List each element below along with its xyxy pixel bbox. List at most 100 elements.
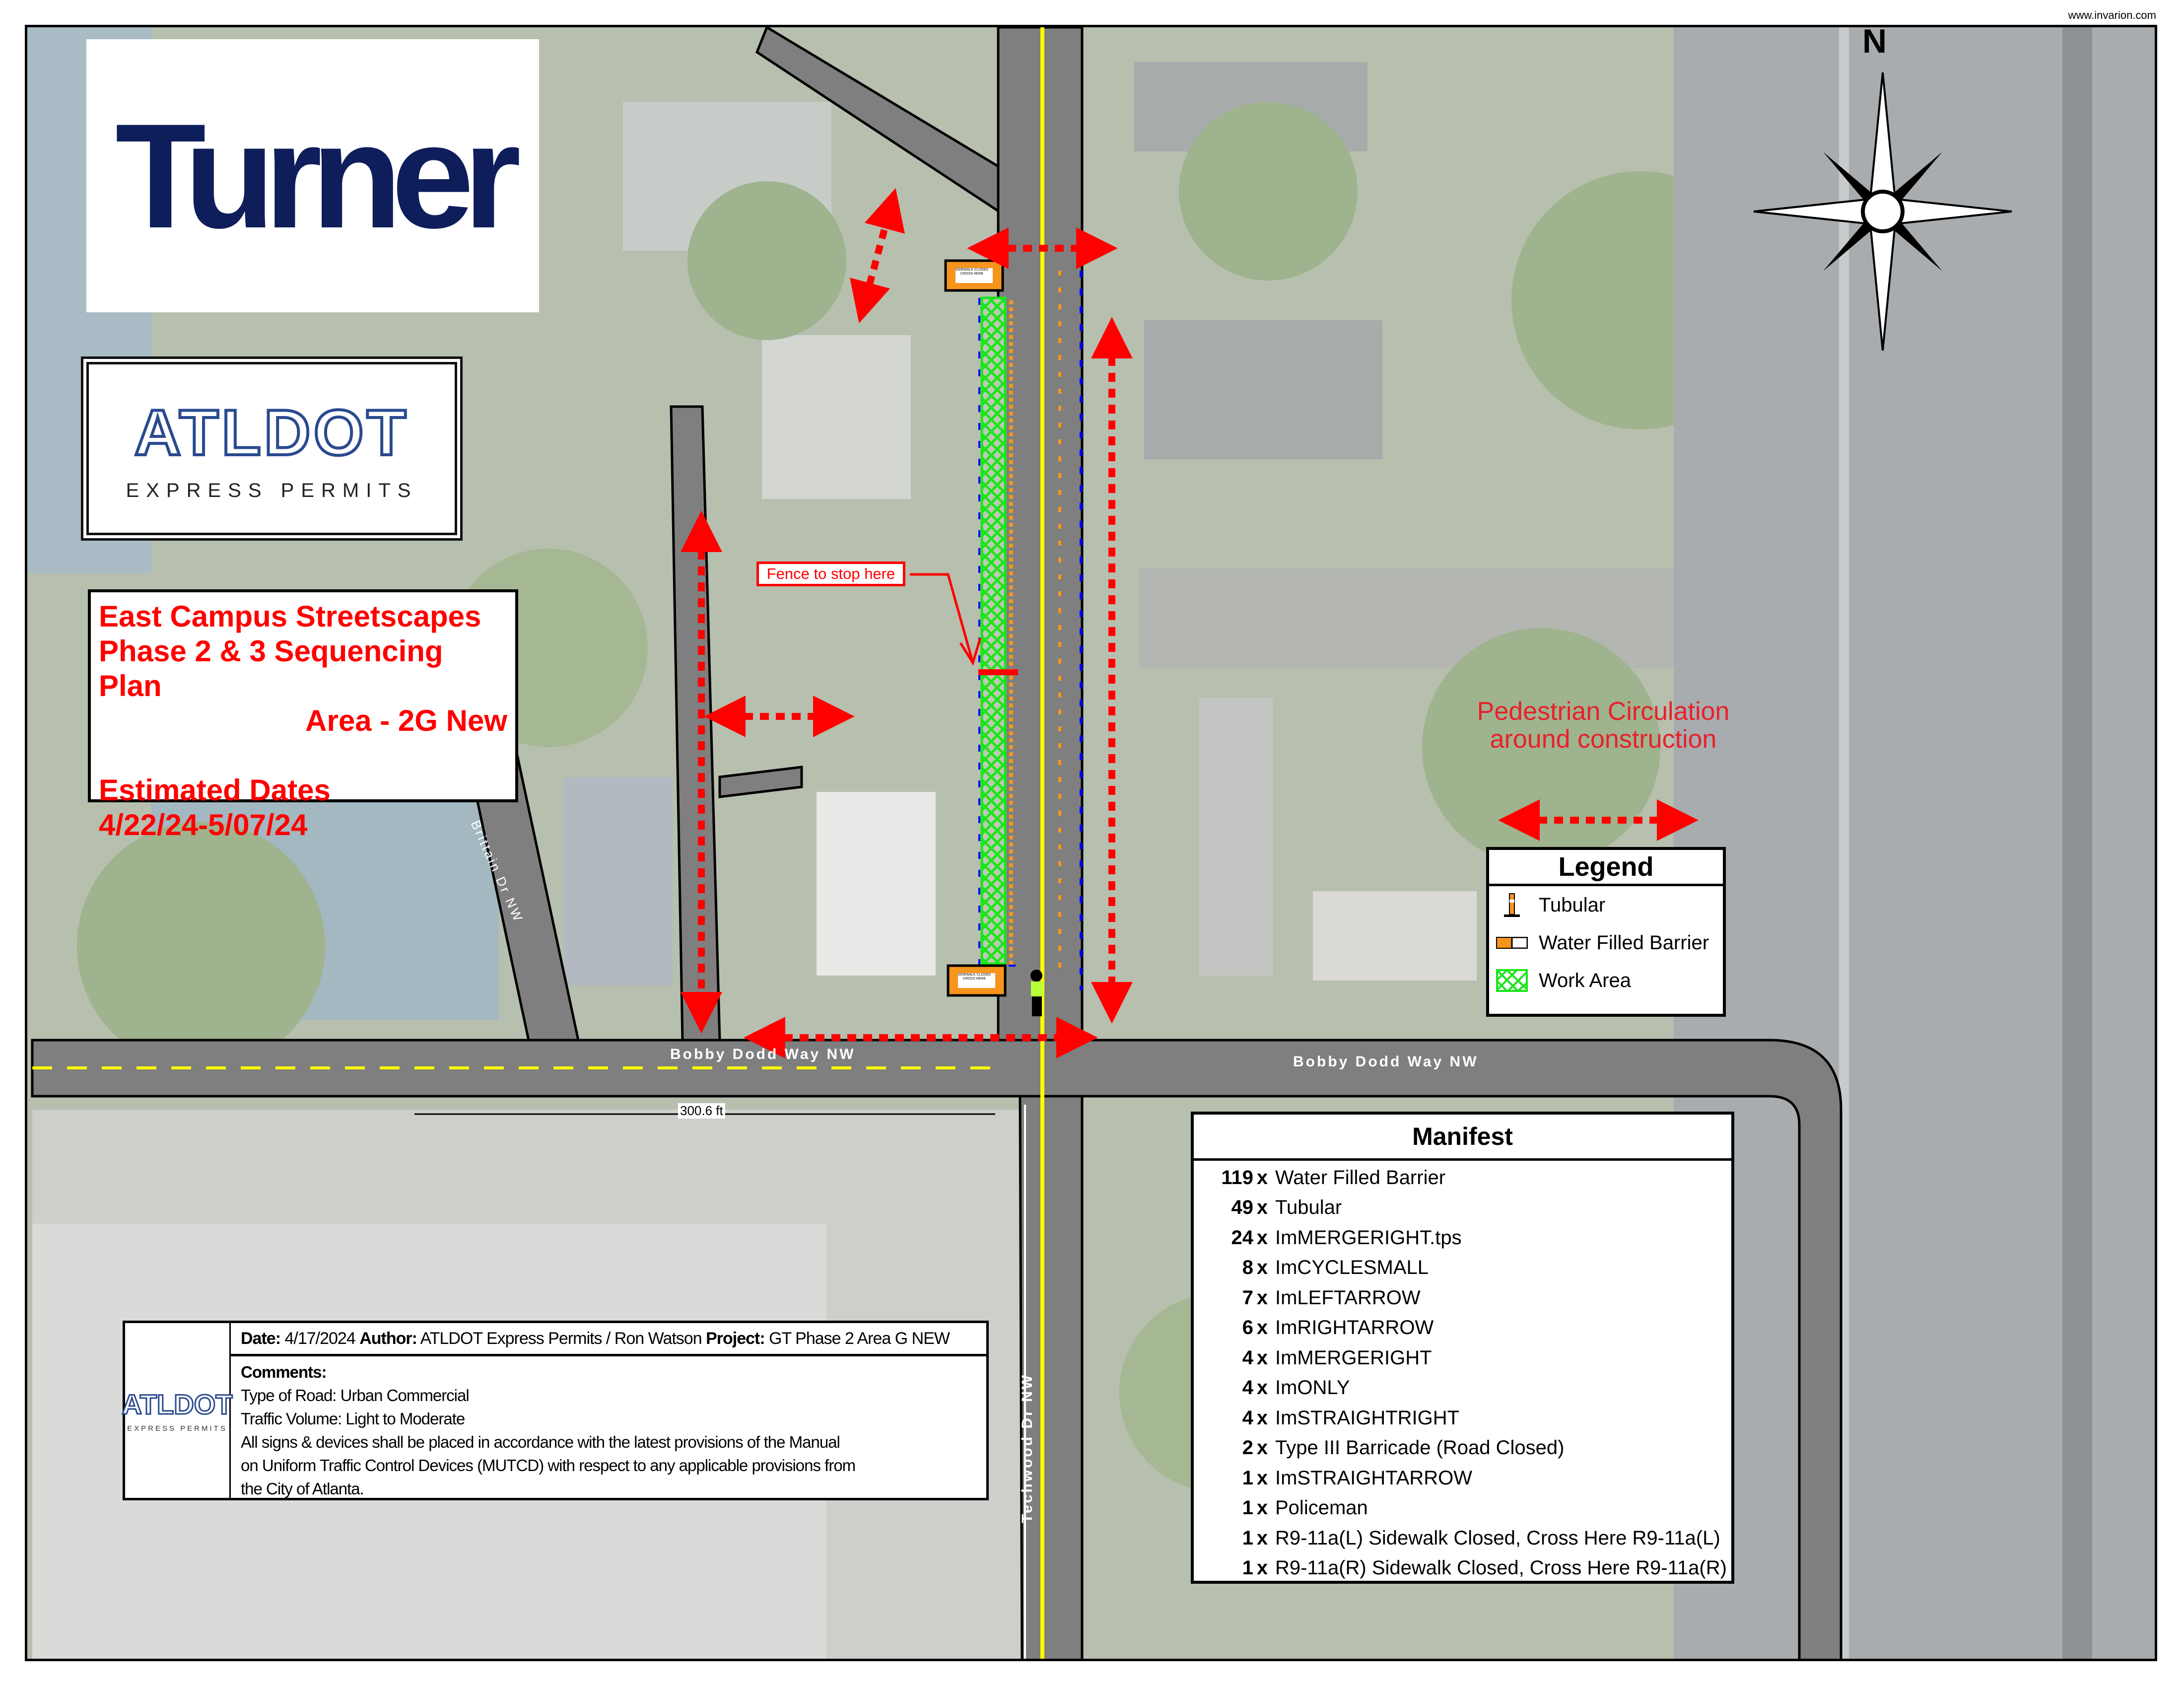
legend: Legend Tubular Water Filled Barrier Work… — [1486, 847, 1726, 1017]
manifest-label: ImCYCLESMALL — [1275, 1257, 1429, 1279]
manifest-qty: 24 — [1231, 1226, 1254, 1249]
invarion-url: www.invarion.com — [2068, 9, 2156, 21]
fence-stop-mark — [978, 669, 1018, 675]
legend-label: Tubular — [1539, 894, 1606, 916]
manifest-label: ImLEFTARROW — [1275, 1286, 1421, 1309]
comment-line: Type of Road: Urban Commercial — [241, 1386, 470, 1405]
manifest-label: Water Filled Barrier — [1275, 1166, 1446, 1189]
manifest-times: x — [1256, 1407, 1268, 1429]
manifest-label: ImONLY — [1275, 1377, 1350, 1399]
manifest-label: Policeman — [1275, 1497, 1368, 1519]
manifest-label: ImMERGERIGHT.tps — [1275, 1226, 1462, 1249]
date-label: Date: — [241, 1329, 281, 1348]
title-line-2: Phase 2 & 3 Sequencing Plan — [99, 634, 443, 703]
water-filled-barrier-icon — [1496, 932, 1528, 954]
manifest-qty: 1 — [1242, 1527, 1253, 1549]
fence-note: Fence to stop here — [756, 562, 905, 586]
manifest-label: ImSTRAIGHTRIGHT — [1275, 1407, 1460, 1429]
legend-label: Water Filled Barrier — [1539, 931, 1709, 954]
manifest-qty: 2 — [1242, 1437, 1253, 1459]
manifest-times: x — [1256, 1527, 1268, 1549]
manifest-label: ImRIGHTARROW — [1275, 1317, 1434, 1339]
pedestrian-note-line-1: Pedestrian Circulation — [1477, 697, 1730, 726]
sign-text-line-2: CROSS HERE — [962, 977, 986, 981]
info-box: ATLDOT EXPRESS PERMITS Date: 4/17/2024 A… — [121, 1321, 989, 1500]
project-value: GT Phase 2 Area G NEW — [769, 1329, 950, 1348]
comments-label: Comments: — [241, 1363, 327, 1381]
manifest-label: Type III Barricade (Road Closed) — [1275, 1437, 1565, 1459]
distance-label: 300.6 ft — [678, 1103, 725, 1119]
atldot-logo: ATLDOT EXPRESS PERMITS — [81, 356, 463, 541]
sign-text-line-1: SIDEWALK CLOSED — [957, 973, 991, 977]
street-label-bobby-dodd-east: Bobby Dodd Way NW — [1293, 1054, 1479, 1070]
turner-logo: Turner — [86, 39, 539, 312]
compass-rose-icon — [1753, 72, 2012, 351]
manifest-label: Tubular — [1275, 1196, 1342, 1219]
manifest-qty: 1 — [1242, 1467, 1253, 1489]
manifest-times: x — [1256, 1317, 1268, 1339]
pedestrian-route — [681, 188, 1699, 1058]
manifest-times: x — [1256, 1377, 1268, 1399]
atldot-logo-subtitle: EXPRESS PERMITS — [126, 480, 418, 501]
manifest-label: R9-11a(R) Sidewalk Closed, Cross Here R9… — [1275, 1557, 1727, 1579]
manifest-times: x — [1256, 1437, 1268, 1459]
manifest-qty: 4 — [1242, 1346, 1253, 1369]
dates-value: 4/22/24-5/07/24 — [99, 808, 308, 842]
dates-label: Estimated Dates — [99, 774, 331, 807]
atldot-small-logo-text: ATLDOT — [121, 1388, 233, 1421]
comments: Comments: Type of Road: Urban Commercial… — [231, 1356, 986, 1504]
manifest-qty: 7 — [1242, 1286, 1253, 1309]
manifest-times: x — [1256, 1257, 1268, 1279]
policeman-icon — [1030, 970, 1043, 1016]
manifest-times: x — [1256, 1196, 1268, 1219]
atldot-small-logo: ATLDOT EXPRESS PERMITS — [121, 1323, 233, 1498]
comment-line: the City of Atlanta. — [241, 1479, 364, 1498]
author-label: Author: — [359, 1329, 417, 1348]
author-value: ATLDOT Express Permits / Ron Watson — [420, 1329, 702, 1348]
title-line-1: East Campus Streetscapes — [99, 600, 481, 633]
pedestrian-note: Pedestrian Circulation around constructi… — [1439, 698, 1767, 753]
legend-item: Water Filled Barrier — [1489, 924, 1723, 962]
manifest-label: R9-11a(L) Sidewalk Closed, Cross Here R9… — [1275, 1527, 1720, 1549]
manifest-qty: 1 — [1242, 1557, 1253, 1579]
manifest-qty: 8 — [1242, 1257, 1253, 1279]
manifest-label: ImMERGERIGHT — [1275, 1346, 1432, 1369]
manifest-times: x — [1256, 1346, 1268, 1369]
legend-item: Tubular — [1489, 886, 1723, 924]
manifest-qty: 119 — [1221, 1166, 1253, 1189]
legend-title: Legend — [1489, 850, 1723, 886]
manifest-times: x — [1256, 1467, 1268, 1489]
manifest-qty: 49 — [1231, 1196, 1254, 1219]
legend-label: Work Area — [1539, 969, 1631, 991]
project-label: Project: — [706, 1329, 765, 1348]
comment-line: All signs & devices shall be placed in a… — [241, 1433, 840, 1451]
comment-line: Traffic Volume: Light to Moderate — [241, 1409, 465, 1428]
manifest-times: x — [1256, 1557, 1268, 1579]
title-block: East Campus Streetscapes Phase 2 & 3 Seq… — [88, 589, 518, 842]
turner-logo-text: Turner — [115, 92, 521, 259]
date-value: 4/17/2024 — [284, 1329, 355, 1348]
manifest-qty: 6 — [1242, 1317, 1253, 1339]
street-label-techwood: Techwood Dr NW — [1019, 1373, 1035, 1524]
street-label-bobby-dodd-west: Bobby Dodd Way NW — [670, 1046, 856, 1062]
manifest-label: ImSTRAIGHTARROW — [1275, 1467, 1473, 1489]
lane-markings — [32, 27, 1044, 1659]
manifest-times: x — [1256, 1166, 1268, 1189]
manifest-qty: 4 — [1242, 1407, 1253, 1429]
atldot-logo-text: ATLDOT — [133, 395, 410, 470]
sign-text-line-1: SIDEWALK CLOSED — [955, 268, 989, 272]
comment-line: on Uniform Traffic Control Devices (MUTC… — [241, 1456, 856, 1475]
